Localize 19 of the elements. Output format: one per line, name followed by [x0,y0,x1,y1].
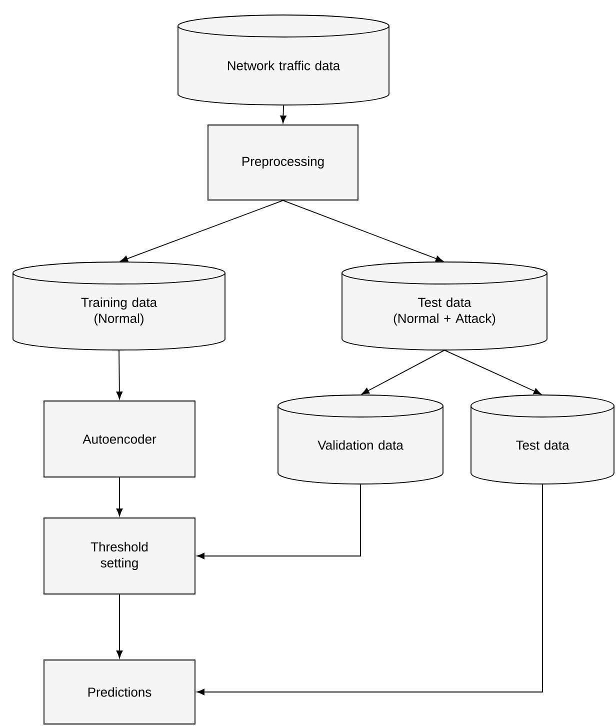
process-box: Threshold setting [44,518,196,594]
arrow [196,484,361,560]
arrow [444,350,542,394]
arrow [196,484,543,696]
arrow [116,594,123,658]
database-cylinder: Test data (Normal + Attack) [342,262,548,350]
process-box: Predictions [44,660,196,724]
arrow [116,350,123,400]
arrow [282,200,444,262]
process-box: Preprocessing [208,124,358,200]
arrow [120,200,284,262]
arrow [116,477,123,516]
process-box: Autoencoder [44,400,196,478]
arrow [280,104,286,124]
arrow [362,350,445,394]
database-cylinder: Validation data [278,394,444,484]
database-cylinder: Test data [470,394,614,484]
database-cylinder: Training data (Normal) [12,262,226,350]
database-cylinder: Network traffic data [178,14,390,106]
